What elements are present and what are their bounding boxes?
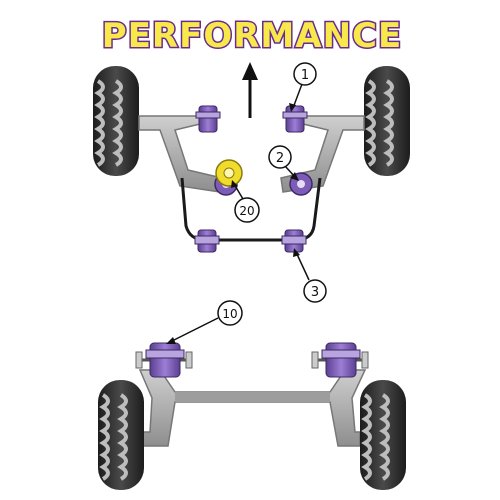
rear-left-tyre	[98, 380, 144, 490]
anti-roll-bar	[180, 177, 322, 242]
engine-mount-bush	[215, 159, 243, 187]
callout-3: 3	[293, 248, 327, 303]
anti-roll-bar-bush-left	[194, 229, 220, 253]
callout-3-label: 3	[311, 285, 319, 300]
wishbone-front-bush-right	[282, 105, 308, 133]
rear-right-tyre	[360, 380, 406, 490]
callout-10-label: 10	[222, 307, 237, 321]
callout-20: 20	[231, 180, 260, 223]
callout-2-label: 2	[276, 151, 284, 166]
rear-beam-bush-right	[311, 342, 369, 378]
rear-beam-axle	[138, 369, 367, 447]
diagram-title: PERFORMANCE	[102, 16, 402, 56]
wishbone-front-bush-left	[195, 105, 221, 133]
callout-20-label: 20	[239, 204, 254, 218]
front-left-tyre	[93, 66, 139, 176]
rear-beam-bush-left	[135, 342, 193, 378]
arrow-up-icon	[242, 62, 258, 118]
callout-2: 2	[268, 145, 299, 181]
callout-1-label: 1	[301, 68, 309, 83]
callout-1: 1	[289, 62, 317, 112]
front-right-tyre	[364, 66, 410, 176]
callout-10: 10	[166, 300, 243, 344]
